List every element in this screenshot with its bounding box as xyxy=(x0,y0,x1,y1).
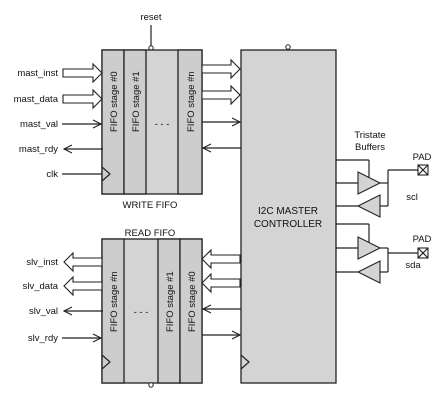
controller-box xyxy=(240,49,337,384)
slv-data-label: slv_data xyxy=(23,281,59,292)
read-stage-0-label: FIFO stage #0 xyxy=(187,271,198,332)
slv-inst-label: slv_inst xyxy=(26,257,58,268)
controller-reset-bubble xyxy=(285,44,291,50)
sda-in-buffer xyxy=(356,260,381,284)
mast-data-label: mast_data xyxy=(14,94,59,105)
write-stage-0-label: FIFO stage #0 xyxy=(109,71,120,132)
write-fifo-inputs xyxy=(62,62,103,175)
scl-buffers xyxy=(336,159,429,218)
slv-inst-bus-arrow xyxy=(63,251,103,273)
scl-pad-label: PAD xyxy=(413,152,432,163)
mast-val-label: mast_val xyxy=(20,119,58,130)
read-fifo-clock-mark xyxy=(101,354,111,370)
write-to-controller-links xyxy=(201,58,241,148)
write-fifo: FIFO stage #0 FIFO stage #1 FIFO stage #… xyxy=(101,49,203,211)
write-fifo-stage-n xyxy=(177,49,203,195)
reset-label: reset xyxy=(140,12,161,23)
read-bus-arrow-2 xyxy=(201,272,241,294)
scl-pad-cross-b xyxy=(417,164,429,176)
mast-rdy-label: mast_rdy xyxy=(19,144,58,155)
sda-signal-label: sda xyxy=(405,260,421,271)
tristate-label-line2: Buffers xyxy=(355,142,385,153)
read-stage-n-label: FIFO stage #n xyxy=(109,271,120,332)
sda-pad-label: PAD xyxy=(413,234,432,245)
slv-val-label: slv_val xyxy=(29,306,58,317)
read-fifo-title: READ FIFO xyxy=(125,228,176,239)
write-fifo-stage-1 xyxy=(123,49,147,195)
controller-label-line1: I2C MASTER xyxy=(258,206,318,217)
write-fifo-title: WRITE FIFO xyxy=(123,200,178,211)
read-bus-arrow-1 xyxy=(201,248,241,270)
controller-label-line2: CONTROLLER xyxy=(254,219,322,230)
write-fifo-ellipsis: - - - xyxy=(155,119,170,130)
sda-buffers xyxy=(336,223,429,284)
write-bus-arrow-2 xyxy=(201,84,241,106)
scl-signal-label: scl xyxy=(406,192,418,203)
mast-inst-label: mast_inst xyxy=(17,68,58,79)
write-bus-arrow-1 xyxy=(201,58,241,80)
read-fifo: READ FIFO FIFO stage #n FIFO stage #1 FI… xyxy=(101,228,203,388)
slv-rdy-label: slv_rdy xyxy=(28,333,58,344)
controller-clock-mark xyxy=(240,354,250,370)
scl-out-buffer xyxy=(357,171,382,195)
write-fifo-clock-mark xyxy=(101,166,111,182)
tristate-label-line1: Tristate xyxy=(354,130,385,141)
mast-inst-bus-arrow xyxy=(62,62,103,84)
clk-label: clk xyxy=(46,169,58,180)
sda-pad-cross-b xyxy=(417,247,429,259)
sda-out-buffer xyxy=(357,236,382,260)
controller-to-read-links xyxy=(201,248,241,335)
scl-in-buffer xyxy=(356,194,381,218)
write-stage-n-label: FIFO stage #n xyxy=(186,71,197,132)
slv-data-bus-arrow xyxy=(63,275,103,297)
read-stage-1-label: FIFO stage #1 xyxy=(165,271,176,332)
read-fifo-reset-bubble xyxy=(148,382,154,388)
write-stage-1-label: FIFO stage #1 xyxy=(131,71,142,132)
i2c-master-controller: I2C MASTER CONTROLLER xyxy=(240,44,337,384)
mast-data-bus-arrow xyxy=(62,88,103,110)
read-fifo-outputs xyxy=(62,251,103,338)
read-fifo-ellipsis: - - - xyxy=(134,307,149,318)
